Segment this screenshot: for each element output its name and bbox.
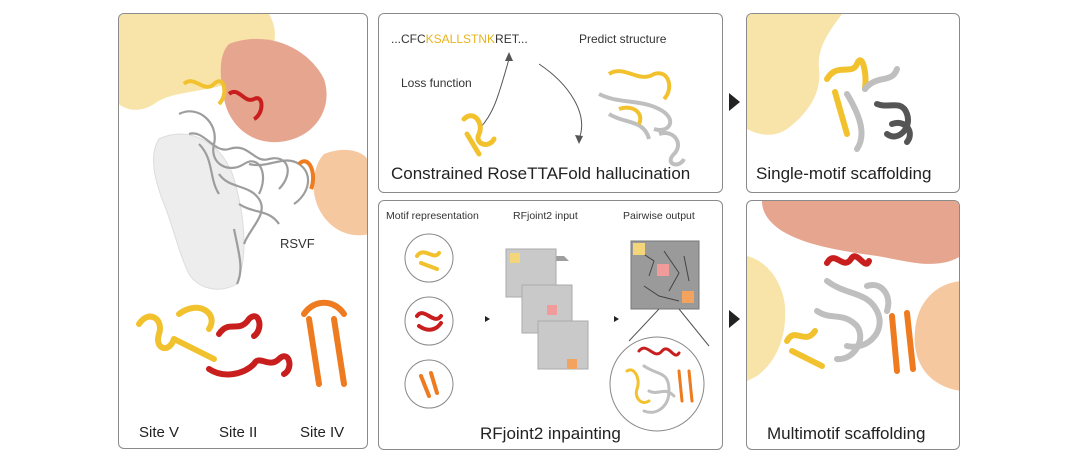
inpainting-illustration [404, 233, 710, 432]
site-iv-antibody-surface [313, 149, 367, 236]
output-matrix [630, 240, 700, 310]
hallucination-caption: Constrained RoseTTAFold hallucination [391, 164, 691, 183]
single-antibody-surface [747, 14, 842, 135]
site-v-label: Site V [139, 424, 180, 441]
site-ii-label: Site II [219, 424, 258, 441]
loss-function-label: Loss function [401, 76, 472, 90]
site-iv-motif [301, 299, 347, 387]
arrow-to-multimotif [729, 310, 740, 328]
cycle-arrow-left [478, 58, 510, 130]
sequence-suffix: RET... [495, 32, 528, 46]
sequence-motif: KSALLSTNK [425, 32, 496, 46]
single-motif-illustration [747, 14, 913, 152]
predict-structure-label: Predict structure [579, 32, 667, 46]
output-structure-circle [609, 336, 705, 432]
multi-site-iv-surface [914, 281, 959, 391]
predicted-structure [598, 69, 686, 167]
site-ii-motif [206, 313, 293, 378]
rsvf-surface [153, 133, 245, 290]
single-motif-panel: Single-motif scaffolding [746, 13, 960, 193]
site-ii-antibody-surface [220, 38, 327, 143]
sequence-text: ...CFCKSALLSTNKRET... [391, 32, 528, 46]
motif-circle-site-ii [404, 296, 454, 346]
inpainting-caption: RFjoint2 inpainting [480, 424, 621, 443]
single-motif-caption: Single-motif scaffolding [756, 164, 932, 183]
rsvf-structure-illustration [119, 14, 367, 387]
rfjoint2-input-label: RFjoint2 input [513, 210, 578, 222]
left-panel: RSVF Site V Site II Site IV [118, 13, 368, 449]
multimotif-panel: Multimotif scaffolding [746, 200, 960, 450]
small-arrow-2 [614, 316, 619, 322]
motif-circle-site-v [404, 233, 454, 283]
multimotif-illustration [747, 201, 959, 391]
hallucination-illustration [461, 52, 686, 167]
input-matrices [505, 248, 589, 370]
arrow-to-single-motif [729, 93, 740, 111]
small-arrow-1 [485, 316, 490, 322]
hallucination-panel: ...CFCKSALLSTNKRET... Predict structure … [378, 13, 723, 193]
site-iv-label: Site IV [300, 424, 345, 441]
pairwise-output-label: Pairwise output [623, 210, 695, 222]
rsvf-label: RSVF [280, 236, 315, 251]
motif-representation-label: Motif representation [386, 210, 479, 222]
cycle-arrow-right [538, 63, 583, 140]
motif-circle-site-iv [404, 359, 454, 409]
sequence-prefix: ...CFC [391, 32, 426, 46]
site-v-motif [136, 304, 217, 362]
inpainting-panel: Motif representation RFjoint2 input Pair… [378, 200, 723, 450]
site-v-antibody-surface [119, 14, 275, 110]
multi-site-ii-surface [762, 201, 959, 264]
multimotif-caption: Multimotif scaffolding [767, 424, 926, 443]
multi-site-v-surface [747, 256, 786, 381]
loss-motif [461, 113, 497, 157]
